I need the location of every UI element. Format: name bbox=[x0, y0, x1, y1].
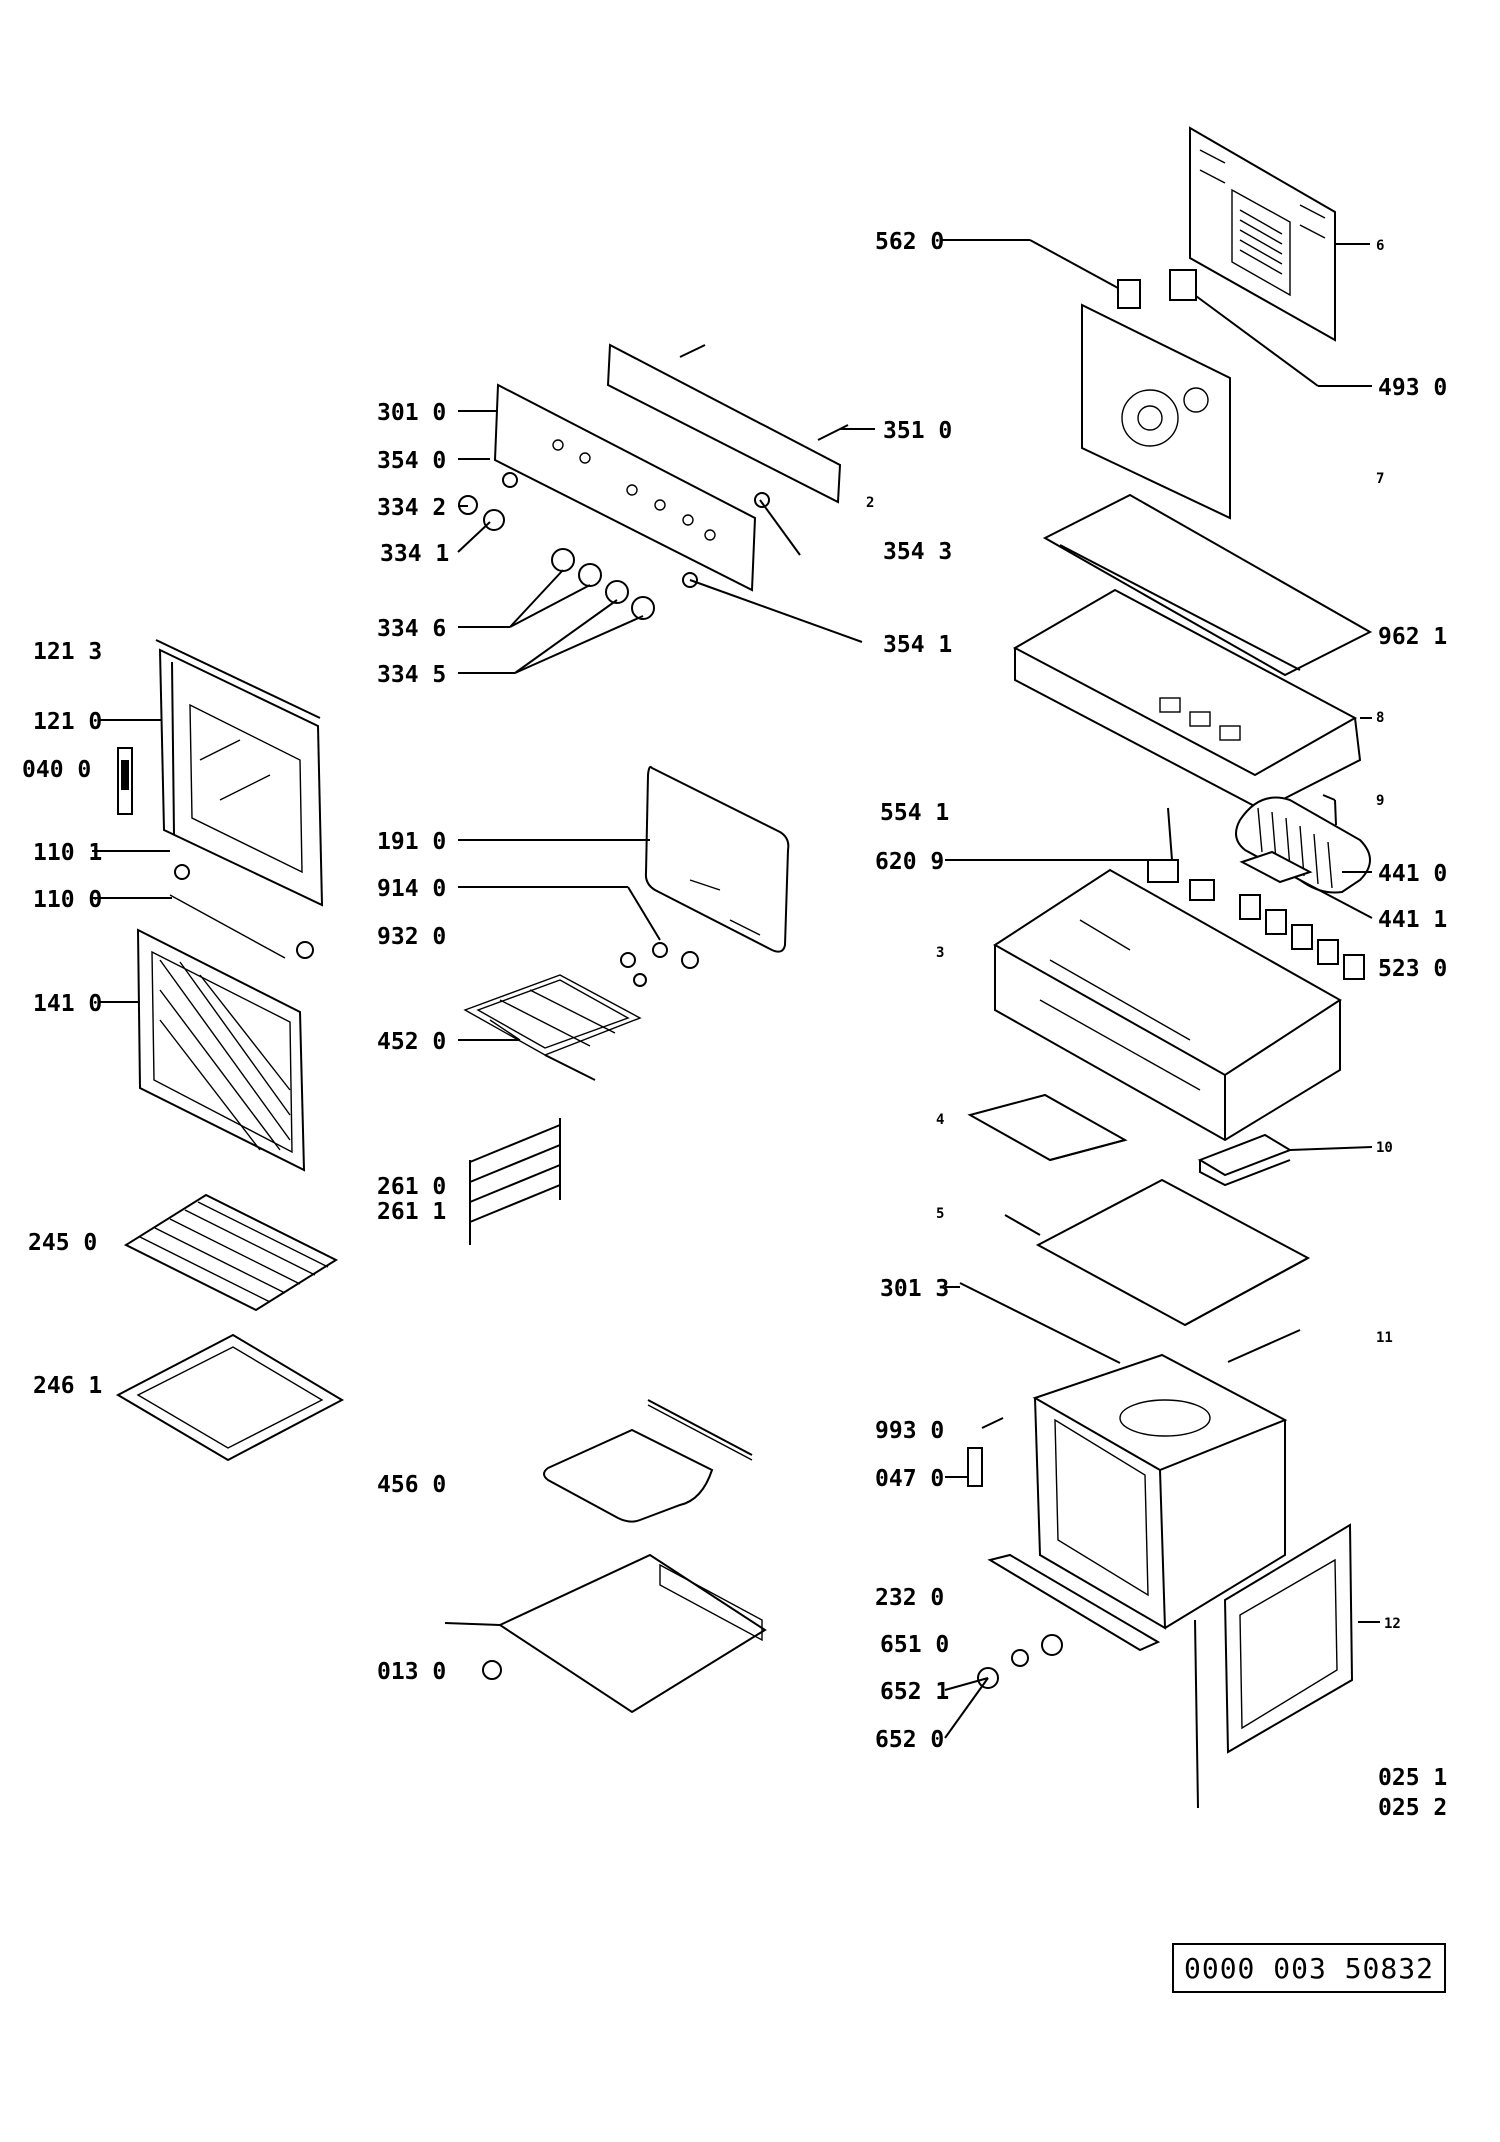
ref-5: 5 bbox=[936, 1206, 944, 1222]
clip-047 bbox=[967, 1447, 983, 1487]
label-334-6: 334 6 bbox=[377, 616, 446, 642]
label-232-0: 232 0 bbox=[875, 1585, 944, 1611]
side-rack-runner bbox=[469, 1118, 561, 1245]
grill-element bbox=[463, 942, 699, 1081]
control-housing bbox=[993, 868, 1342, 1142]
label-452-0: 452 0 bbox=[377, 1029, 446, 1055]
thermostat-block bbox=[1239, 894, 1365, 980]
label-191-0: 191 0 bbox=[377, 829, 446, 855]
baking-tray bbox=[115, 1333, 345, 1462]
glass-plate bbox=[644, 765, 790, 953]
document-number: 0000 003 50832 bbox=[1172, 1943, 1446, 1993]
label-523-0: 523 0 bbox=[1378, 956, 1447, 982]
bracket-4 bbox=[967, 1093, 1128, 1162]
label-962-1: 962 1 bbox=[1378, 624, 1447, 650]
label-651-0: 651 0 bbox=[880, 1632, 949, 1658]
fan-plate bbox=[1081, 303, 1231, 520]
fan-motor bbox=[1235, 794, 1371, 894]
label-121-0: 121 0 bbox=[33, 709, 102, 735]
label-334-1: 334 1 bbox=[380, 541, 449, 567]
door-glass-panel bbox=[136, 928, 306, 1172]
ref-4: 4 bbox=[936, 1112, 944, 1128]
label-334-5: 334 5 bbox=[377, 662, 446, 688]
label-246-1: 246 1 bbox=[33, 1373, 102, 1399]
label-025-1: 025 1 bbox=[1378, 1765, 1447, 1791]
label-301-0: 301 0 bbox=[377, 400, 446, 426]
ref-3: 3 bbox=[936, 945, 944, 961]
control-panel bbox=[493, 343, 842, 592]
label-354-0: 354 0 bbox=[377, 448, 446, 474]
shelf-5 bbox=[1035, 1178, 1311, 1327]
ref-9: 9 bbox=[1376, 793, 1384, 809]
side-rail-232 bbox=[987, 1553, 1161, 1652]
fan-bracket-441 bbox=[1239, 850, 1313, 884]
hinge-pins bbox=[169, 864, 314, 959]
ref-11: 11 bbox=[1376, 1330, 1393, 1346]
label-141-0: 141 0 bbox=[33, 991, 102, 1017]
wire-shelf bbox=[123, 1193, 339, 1312]
ref-7: 7 bbox=[1376, 471, 1384, 487]
door-hinge bbox=[117, 747, 133, 815]
label-110-0: 110 0 bbox=[33, 887, 102, 913]
leader-lines bbox=[92, 239, 1380, 1739]
label-441-0: 441 0 bbox=[1378, 861, 1447, 887]
label-047-0: 047 0 bbox=[875, 1466, 944, 1492]
label-351-0: 351 0 bbox=[883, 418, 952, 444]
control-shafts bbox=[679, 344, 849, 441]
oven-cavity bbox=[1032, 1353, 1288, 1630]
label-914-0: 914 0 bbox=[377, 876, 446, 902]
label-334-2: 334 2 bbox=[377, 495, 446, 521]
label-993-0: 993 0 bbox=[875, 1418, 944, 1444]
rear-panel bbox=[1189, 126, 1336, 342]
oven-door-frame bbox=[155, 639, 324, 907]
label-354-3: 354 3 bbox=[883, 539, 952, 565]
label-554-1: 554 1 bbox=[880, 800, 949, 826]
rotisserie bbox=[543, 1399, 753, 1523]
part-number-labels: 121 3 121 0 040 0 110 1 110 0 141 0 245 … bbox=[22, 229, 1447, 1821]
screw-993 bbox=[981, 1417, 1004, 1429]
label-013-0: 013 0 bbox=[377, 1659, 446, 1685]
label-354-1: 354 1 bbox=[883, 632, 952, 658]
label-040-0: 040 0 bbox=[22, 757, 91, 783]
cap-013 bbox=[482, 1660, 502, 1680]
label-301-3: 301 3 bbox=[880, 1276, 949, 1302]
label-110-1: 110 1 bbox=[33, 840, 102, 866]
terminal-block bbox=[1147, 807, 1215, 901]
label-932-0: 932 0 bbox=[377, 924, 446, 950]
ref-12: 12 bbox=[1384, 1616, 1401, 1632]
bracket-10 bbox=[1197, 1133, 1293, 1187]
label-025-2: 025 2 bbox=[1378, 1795, 1447, 1821]
label-456-0: 456 0 bbox=[377, 1472, 446, 1498]
label-261-1: 261 1 bbox=[377, 1199, 446, 1225]
ref-6: 6 bbox=[1376, 238, 1384, 254]
lamp-assembly bbox=[977, 1634, 1063, 1689]
label-441-1: 441 1 bbox=[1378, 907, 1447, 933]
label-620-9: 620 9 bbox=[875, 849, 944, 875]
reference-numbers: 2 3 4 5 6 7 8 9 10 11 12 bbox=[866, 238, 1401, 1632]
motor-bracket bbox=[1117, 269, 1197, 309]
label-261-0: 261 0 bbox=[377, 1174, 446, 1200]
label-652-1: 652 1 bbox=[880, 1679, 949, 1705]
label-562-0: 562 0 bbox=[875, 229, 944, 255]
ref-10: 10 bbox=[1376, 1140, 1393, 1156]
label-493-0: 493 0 bbox=[1378, 375, 1447, 401]
control-knobs bbox=[458, 472, 770, 620]
rod-301-3 bbox=[959, 1282, 1301, 1364]
insulation-panel bbox=[1042, 493, 1373, 677]
label-121-3: 121 3 bbox=[33, 639, 102, 665]
ref-8: 8 bbox=[1376, 710, 1384, 726]
oven-bottom-panel bbox=[444, 1553, 767, 1714]
side-panel-12 bbox=[1194, 1523, 1354, 1809]
label-652-0: 652 0 bbox=[875, 1727, 944, 1753]
label-245-0: 245 0 bbox=[28, 1230, 97, 1256]
ref-2: 2 bbox=[866, 495, 874, 511]
